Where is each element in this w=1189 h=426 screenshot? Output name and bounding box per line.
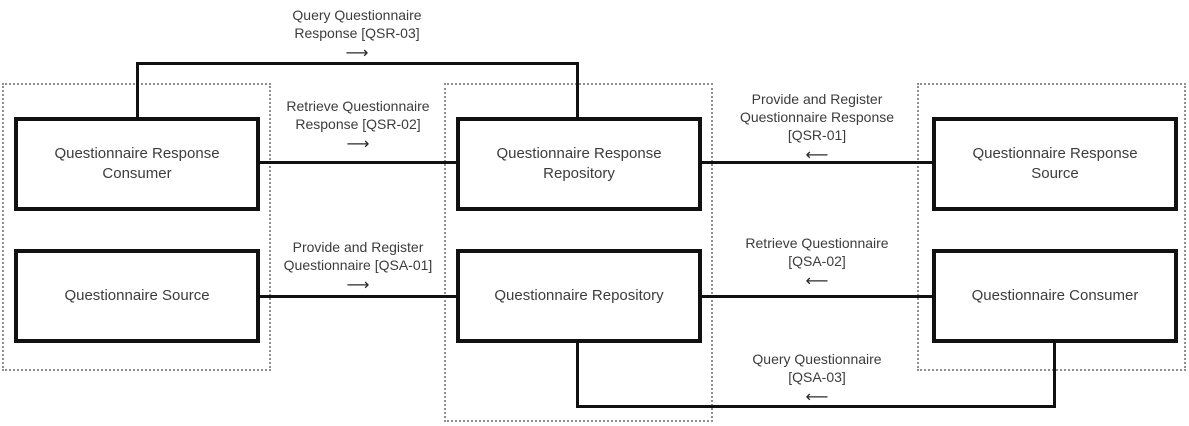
arrow-right-icon: ⟶ <box>346 275 370 294</box>
connector-qsa02 <box>702 295 932 298</box>
connector-qsr02 <box>260 161 456 164</box>
actor-questionnaire-source: Questionnaire Source <box>14 249 260 343</box>
connector-qsr03-horizontal <box>136 62 579 65</box>
transaction-label-qsa03: Query Questionnaire [QSA-03] ⟵ <box>707 350 927 405</box>
transaction-label-qsr02: Retrieve Questionnaire Response [QSR-02]… <box>248 97 468 152</box>
actor-questionnaire-response-repository: Questionnaire Response Repository <box>456 117 702 211</box>
arrow-left-icon: ⟵ <box>805 271 829 290</box>
transaction-text-qsr02: Retrieve Questionnaire Response [QSR-02] <box>286 98 430 132</box>
transaction-text-qsa03: Query Questionnaire [QSA-03] <box>752 351 882 385</box>
connector-qsa03-horizontal <box>576 405 1056 408</box>
connector-qsr03-riser-right <box>576 62 579 117</box>
connector-qsr01 <box>702 161 932 164</box>
arrow-right-icon: ⟶ <box>346 134 370 153</box>
transaction-label-qsr03: Query Questionnaire Response [QSR-03] ⟶ <box>247 6 467 61</box>
transaction-text-qsa02: Retrieve Questionnaire [QSA-02] <box>745 235 889 269</box>
actor-questionnaire-response-source: Questionnaire Response Source <box>932 117 1178 211</box>
transaction-text-qsr01: Provide and Register Questionnaire Respo… <box>739 91 895 143</box>
actor-questionnaire-response-consumer: Questionnaire Response Consumer <box>14 117 260 211</box>
actor-questionnaire-consumer: Questionnaire Consumer <box>932 249 1178 343</box>
transaction-label-qsr01: Provide and Register Questionnaire Respo… <box>707 90 927 163</box>
transaction-text-qsr03: Query Questionnaire Response [QSR-03] <box>292 7 422 41</box>
actor-questionnaire-repository: Questionnaire Repository <box>456 249 702 343</box>
connector-qsr03-riser-left <box>136 62 139 117</box>
transaction-label-qsa01: Provide and Register Questionnaire [QSA-… <box>248 238 468 293</box>
transaction-text-qsa01: Provide and Register Questionnaire [QSA-… <box>283 239 433 273</box>
transaction-label-qsa02: Retrieve Questionnaire [QSA-02] ⟵ <box>707 234 927 289</box>
arrow-right-icon: ⟶ <box>345 43 369 62</box>
connector-qsa01 <box>260 295 456 298</box>
arrow-left-icon: ⟵ <box>805 145 829 164</box>
connector-qsa03-riser-right <box>1053 343 1056 408</box>
arrow-left-icon: ⟵ <box>805 387 829 406</box>
actor-group-right <box>917 83 1186 371</box>
connector-qsa03-riser-left <box>576 343 579 408</box>
